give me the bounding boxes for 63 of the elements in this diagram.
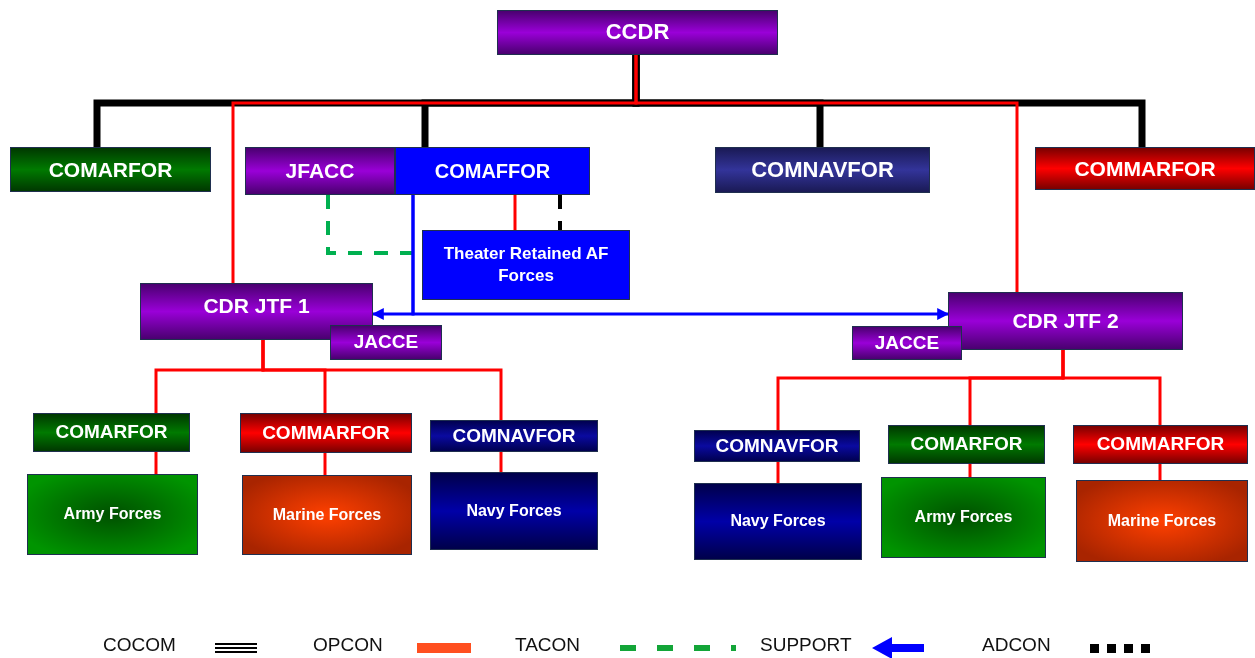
connector-line — [1158, 464, 1162, 480]
forces-box — [27, 474, 198, 555]
box-label: CDR JTF 1 — [202, 292, 311, 319]
box-label: COMARFOR — [54, 420, 169, 445]
box-label: COMMARFOR — [1073, 155, 1217, 182]
legend-label: OPCON — [313, 634, 383, 656]
connector-line — [499, 452, 503, 472]
connector-line — [513, 195, 517, 230]
command-box — [852, 326, 962, 360]
connector-line — [968, 464, 972, 477]
command-box — [694, 430, 860, 462]
command-box — [33, 413, 190, 452]
legend-label: TACON — [515, 634, 581, 656]
box-label: Navy Forces — [465, 500, 563, 521]
box-label: Marine Forces — [1106, 510, 1218, 531]
legend-label: COCOM — [103, 634, 176, 656]
legend-label: SUPPORT — [760, 634, 852, 656]
command-box — [715, 147, 930, 193]
connector-line — [632, 55, 1146, 147]
command-box — [240, 413, 412, 453]
connector-line — [261, 340, 503, 420]
forces-box — [242, 475, 412, 555]
box-label: COMARFOR — [909, 432, 1024, 457]
connector-line — [776, 462, 780, 483]
box-label: COMARFOR — [47, 156, 174, 183]
command-box — [1073, 425, 1248, 464]
box-label: JACCE — [352, 330, 420, 355]
command-box — [430, 420, 598, 452]
command-box — [497, 10, 778, 55]
connector-line — [1061, 350, 1162, 425]
command-box — [10, 147, 211, 192]
command-box — [948, 292, 1183, 350]
box-label: COMAFFOR — [433, 159, 552, 184]
connector-line — [323, 453, 327, 475]
box-label: COMNAVFOR — [714, 433, 840, 458]
box-label: JFACC — [284, 158, 356, 185]
forces-box — [422, 230, 630, 300]
connector-line — [154, 452, 158, 474]
forces-box — [881, 477, 1046, 558]
box-label: Army Forces — [62, 504, 163, 525]
box-label: CDR JTF 2 — [1011, 308, 1120, 335]
forces-box — [694, 483, 862, 560]
box-label: COMMARFOR — [261, 420, 391, 445]
box-label: JACCE — [873, 330, 941, 355]
box-label: Marine Forces — [271, 504, 383, 525]
box-label: COMNAVFOR — [750, 155, 895, 184]
connector-line — [634, 55, 1019, 292]
command-box — [888, 425, 1045, 464]
command-box — [330, 325, 442, 360]
connector-line — [558, 195, 562, 230]
box-label: CCDR — [604, 18, 671, 47]
arrow — [411, 195, 950, 320]
box-label: COMNAVFOR — [451, 423, 577, 448]
box-label: Army Forces — [913, 507, 1014, 528]
forces-box — [430, 472, 598, 550]
legend-label: ADCON — [982, 634, 1051, 656]
box-label: COMMARFOR — [1095, 432, 1226, 457]
command-box — [245, 147, 395, 195]
forces-box — [1076, 480, 1248, 562]
box-label: Theater Retained AF Forces — [442, 242, 610, 287]
command-box — [395, 147, 590, 195]
command-box — [1035, 147, 1255, 190]
box-label: Navy Forces — [729, 511, 827, 532]
